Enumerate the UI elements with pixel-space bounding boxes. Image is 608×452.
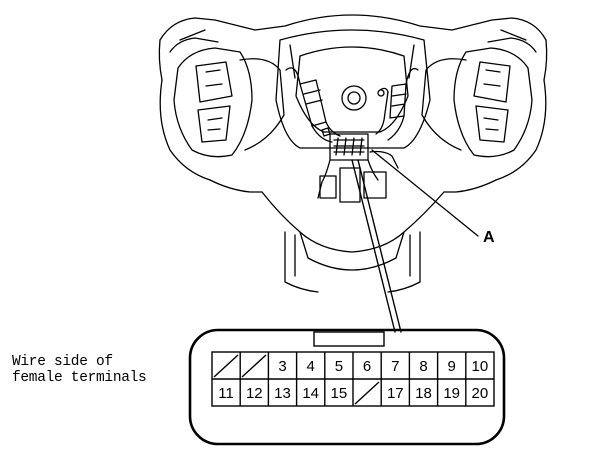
callout-a-label: A [483,229,495,246]
connector-detail [188,328,506,446]
terminal-7: 7 [391,358,399,375]
terminal-6: 6 [363,358,371,375]
caption-line-1: Wire side of [12,354,113,370]
empty-cavity-1 [213,354,239,378]
steering-hub [275,29,431,149]
right-harness [375,67,419,141]
left-switch-panel [173,47,285,158]
terminal-14: 14 [302,385,319,402]
terminal-10: 10 [472,358,489,375]
terminal-20: 20 [472,385,489,402]
detail-leader [351,159,402,333]
empty-cavity-2 [241,354,267,378]
right-switch-panel [421,47,533,158]
terminal-5: 5 [335,358,343,375]
empty-cavity-slashes [213,354,380,405]
connector-caption: Wire side of female terminals [12,354,147,386]
empty-cavity-16 [354,381,380,405]
terminal-11: 11 [218,385,234,402]
left-harness [285,67,341,143]
callout-a-leader [371,149,479,237]
connector-a-location [317,133,399,203]
terminal-numbers: 3 4 5 6 7 8 9 10 11 12 13 14 15 17 18 19 20 [218,358,488,402]
steering-column-drawing [284,231,421,293]
terminal-13: 13 [274,385,291,402]
terminal-12: 12 [246,385,263,402]
terminal-18: 18 [415,385,432,402]
steering-wheel-rim [158,14,548,271]
caption-line-2: female terminals [12,370,147,386]
terminal-4: 4 [307,358,315,375]
terminal-19: 19 [443,385,460,402]
terminal-3: 3 [278,358,286,375]
terminal-9: 9 [448,358,456,375]
terminal-8: 8 [419,358,427,375]
terminal-17: 17 [387,385,404,402]
terminal-15: 15 [331,385,348,402]
